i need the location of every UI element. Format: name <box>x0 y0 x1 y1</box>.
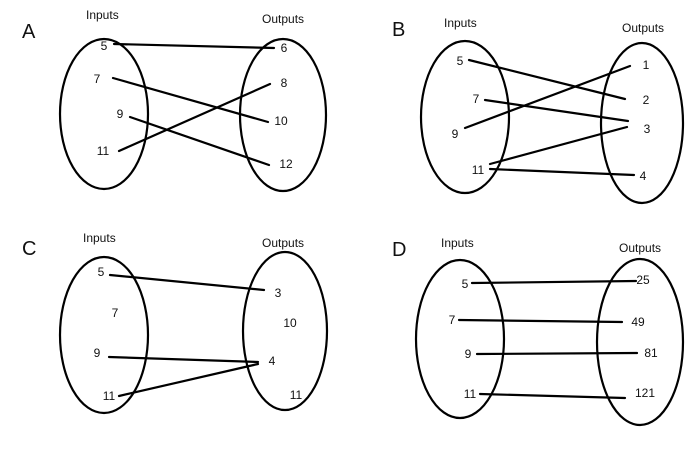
mapping-arrow <box>111 76 270 124</box>
output-value: 10 <box>283 316 297 330</box>
inputs-oval <box>414 258 506 420</box>
input-value: 9 <box>465 347 472 361</box>
inputs-oval <box>58 255 150 415</box>
input-value: 11 <box>103 389 116 403</box>
output-value: 11 <box>290 388 303 402</box>
output-value: 12 <box>279 157 293 171</box>
inputs-oval <box>419 39 511 195</box>
output-value: 121 <box>635 386 655 400</box>
output-value: 10 <box>274 114 288 128</box>
inputs-title: Inputs <box>86 8 119 22</box>
mapping-arrow <box>117 362 260 398</box>
output-value: 2 <box>643 93 650 107</box>
mapping-arrow <box>470 279 638 285</box>
outputs-oval <box>595 257 685 427</box>
input-value: 7 <box>94 72 101 86</box>
outputs-oval <box>599 41 685 205</box>
panel-label: C <box>22 238 36 260</box>
output-value: 4 <box>640 169 647 183</box>
panel-c: C Inputs Outputs 5 7 9 11 3 10 4 11 <box>22 231 329 415</box>
output-value: 25 <box>636 273 650 287</box>
panel-d: D Inputs Outputs 5 7 9 11 25 49 81 121 <box>392 236 685 427</box>
input-value: 7 <box>112 306 119 320</box>
mapping-arrow <box>108 273 266 292</box>
output-value: 6 <box>281 41 288 55</box>
mapping-arrow <box>475 351 639 356</box>
panel-label: A <box>22 21 36 43</box>
output-value: 3 <box>644 122 651 136</box>
mapping-arrow <box>467 58 627 101</box>
panel-b: B Inputs Outputs 5 7 9 11 1 2 3 4 <box>392 16 685 205</box>
input-value: 9 <box>94 346 101 360</box>
input-value: 11 <box>464 387 477 401</box>
panel-a: A Inputs Outputs 5 7 9 11 6 8 10 12 <box>22 8 328 193</box>
output-value: 81 <box>644 346 658 360</box>
mapping-arrow <box>488 125 629 166</box>
mapping-arrow <box>112 42 276 50</box>
inputs-title: Inputs <box>83 231 116 245</box>
mapping-arrow <box>117 82 272 153</box>
panel-label: D <box>392 239 406 261</box>
panel-label: B <box>392 19 405 41</box>
mapping-arrow <box>478 392 627 400</box>
mapping-arrow <box>107 355 260 364</box>
output-value: 1 <box>643 58 650 72</box>
outputs-title: Outputs <box>262 236 304 250</box>
outputs-title: Outputs <box>619 241 661 255</box>
mapping-arrow <box>488 167 636 177</box>
input-value: 5 <box>462 277 469 291</box>
output-value: 4 <box>269 354 276 368</box>
input-value: 9 <box>117 107 124 121</box>
inputs-title: Inputs <box>441 236 474 250</box>
output-value: 3 <box>275 286 282 300</box>
input-value: 9 <box>452 127 459 141</box>
mapping-arrow <box>483 98 630 123</box>
input-value: 7 <box>449 313 456 327</box>
mapping-arrow <box>128 115 271 167</box>
inputs-oval <box>58 37 150 191</box>
outputs-title: Outputs <box>262 12 304 26</box>
outputs-title: Outputs <box>622 21 664 35</box>
inputs-title: Inputs <box>444 16 477 30</box>
output-value: 8 <box>281 76 288 90</box>
input-value: 11 <box>472 163 485 177</box>
mapping-arrow <box>457 318 624 324</box>
mapping-arrow <box>463 64 632 130</box>
input-value: 5 <box>98 265 105 279</box>
input-value: 7 <box>473 92 480 106</box>
outputs-oval <box>241 250 329 412</box>
output-value: 49 <box>631 315 645 329</box>
input-value: 5 <box>101 39 108 53</box>
input-value: 5 <box>457 54 464 68</box>
input-value: 11 <box>97 144 110 158</box>
